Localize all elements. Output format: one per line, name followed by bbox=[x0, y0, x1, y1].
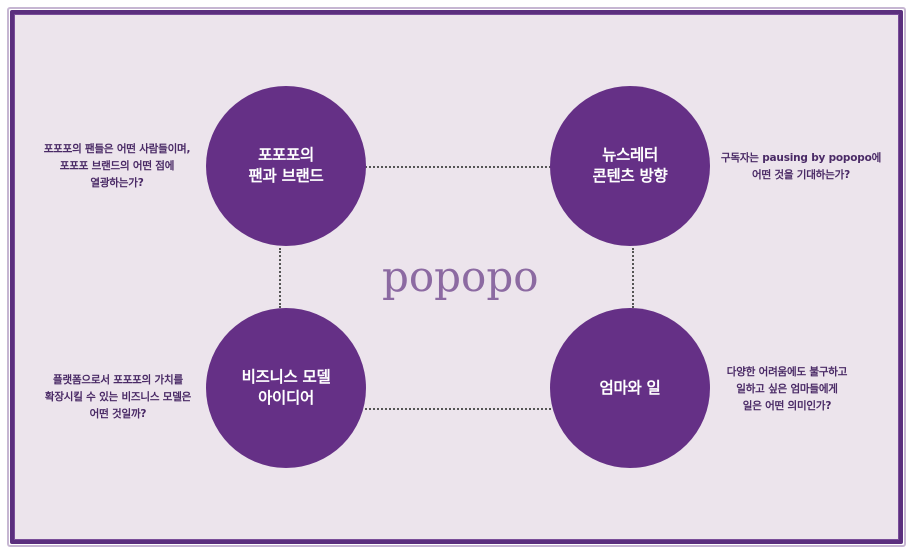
node-fans-description: 포포포의 팬들은 어떤 사람들이며, 포포포 브랜드의 어떤 점에 열광하는가? bbox=[43, 143, 191, 189]
node-moms: 엄마와 일 bbox=[550, 308, 710, 468]
node-newsletter-description: 구독자는 pausing by popopo에 어떤 것을 기대하는가? bbox=[720, 152, 882, 181]
diagram-frame bbox=[7, 7, 906, 547]
node-business: 비즈니스 모델 아이디어 bbox=[206, 308, 366, 468]
node-moms-label: 엄마와 일 bbox=[599, 378, 661, 397]
node-business-description: 플랫폼으로서 포포포의 가치를 확장시킬 수 있는 비즈니스 모델은 어떤 것일… bbox=[44, 374, 192, 420]
node-fans: 포포포의 팬과 브랜드 bbox=[206, 86, 366, 246]
connector-right bbox=[632, 248, 634, 308]
node-newsletter: 뉴스레터 콘텐츠 방향 bbox=[550, 86, 710, 246]
node-fans-label: 포포포의 팬과 브랜드 bbox=[248, 146, 324, 185]
node-business-label: 비즈니스 모델 아이디어 bbox=[241, 368, 331, 407]
connector-bottom bbox=[365, 408, 551, 410]
connector-top bbox=[365, 166, 551, 168]
node-newsletter-label: 뉴스레터 콘텐츠 방향 bbox=[592, 146, 668, 185]
node-moms-description: 다양한 어려움에도 불구하고 일하고 싶은 엄마들에게 일은 어떤 의미인가? bbox=[726, 366, 848, 412]
popopo-logo: popopo bbox=[382, 252, 539, 301]
connector-left bbox=[279, 248, 281, 308]
